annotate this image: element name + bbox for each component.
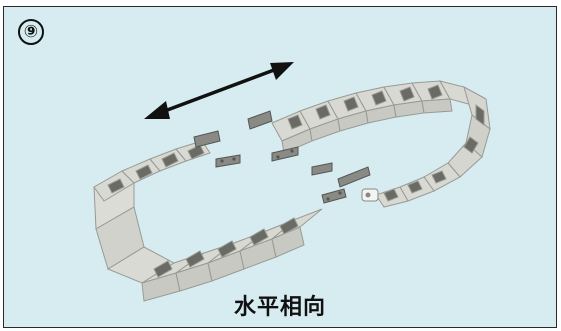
chain-lower-right-run (375, 162, 461, 208)
figure-caption: 水平相向 (233, 295, 326, 320)
chain-right-loop (447, 85, 491, 178)
end-connector (361, 188, 379, 202)
chain-upper-right-run (271, 80, 473, 154)
chain-upper-left-run (93, 140, 211, 202)
double-headed-arrow-icon (144, 62, 294, 119)
step-number-badge: ⑨ (18, 19, 44, 45)
figure-panel: ⑨ (3, 6, 557, 328)
bracket-holes (220, 149, 342, 201)
chain-lower-run (93, 166, 323, 302)
cable-carrier-chain-icon (93, 62, 491, 302)
